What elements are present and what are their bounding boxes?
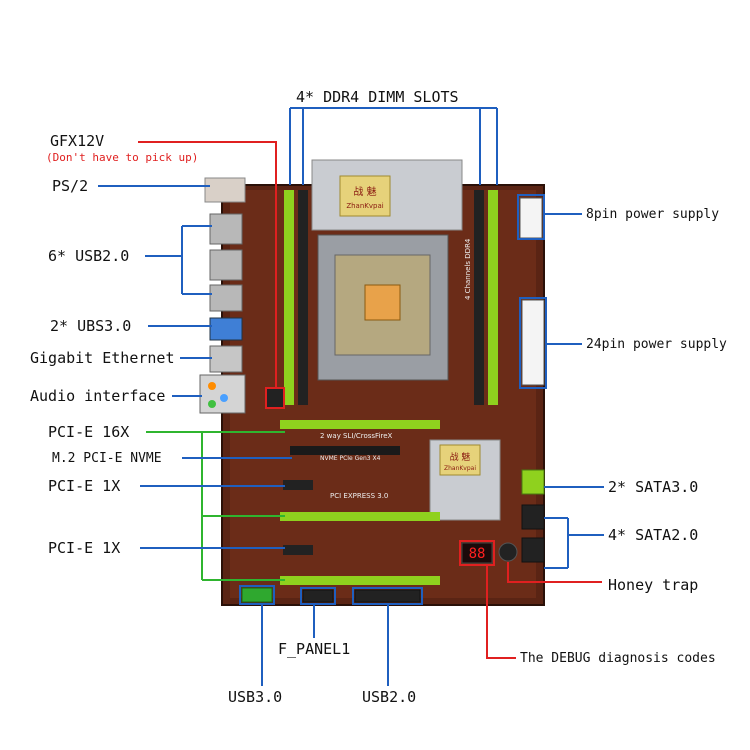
sata-ports	[521, 469, 545, 563]
buzzer	[498, 542, 518, 562]
usb30-bottom-callout	[239, 585, 275, 686]
fpanel-label: F_PANEL1	[278, 640, 351, 658]
nvme-text: NVME PCIe Gen3 X4	[320, 455, 381, 462]
sata2-callout	[544, 517, 604, 569]
cpu-socket	[317, 234, 449, 381]
chipset-brand-text: 战 魅	[450, 451, 471, 463]
channels-text: 4 Channels DDR4	[464, 238, 472, 300]
sata3-label: 2* SATA3.0	[608, 478, 699, 496]
pcie1a-label: PCI-E 1X	[48, 477, 121, 495]
usb20-rear-callout	[145, 225, 212, 295]
debug-callout	[459, 540, 516, 659]
gfx12v-note-label: (Don't have to pick up)	[46, 151, 199, 164]
gfx12v-callout	[138, 141, 277, 390]
usb20-bottom-label: USB2.0	[362, 688, 417, 706]
honey-label: Honey trap	[608, 576, 699, 594]
debug-label: The DEBUG diagnosis codes	[520, 651, 716, 666]
pciexpress-text: PCI EXPRESS 3.0	[330, 492, 388, 500]
ram-slots	[284, 190, 498, 405]
debug-digits: 88	[469, 546, 486, 562]
8pin-connector	[519, 197, 543, 239]
debug-display: 88	[461, 542, 493, 564]
24pin-callout	[519, 297, 582, 389]
honey-callout	[507, 562, 602, 583]
fpanel-callout	[300, 587, 336, 638]
usb20-header	[354, 589, 421, 603]
ps2-label: PS/2	[52, 177, 89, 195]
usb20-rear-label: 6* USB2.0	[48, 247, 130, 265]
pcie16-label: PCI-E 16X	[48, 423, 130, 441]
chipset-heatsink: 战 魅 ZhanKvpai	[429, 439, 501, 521]
pcie1b-label: PCI-E 1X	[48, 539, 121, 557]
chipset-brand-en-text: ZhanKvpai	[444, 465, 476, 472]
audio-label: Audio interface	[30, 387, 166, 405]
pcie16-callout	[146, 431, 285, 581]
ddr4-callout	[289, 107, 498, 185]
ubs30-label: 2* UBS3.0	[50, 317, 132, 335]
heatsink-brand-text: 战 魅	[353, 185, 376, 198]
power8-label: 8pin power supply	[586, 207, 720, 222]
cpu-heatsink: 战 魅 ZhanKvpai	[311, 159, 463, 231]
fpanel-header	[302, 589, 334, 603]
heatsink-brand-en-text: ZhanKvpai	[346, 202, 383, 210]
gfx12v-label: GFX12V	[50, 132, 105, 150]
rear-io-panel	[199, 177, 246, 414]
8pin-callout	[517, 194, 582, 240]
sli-text: 2 way SLI/CrossFireX	[320, 432, 393, 440]
pcie-slots: 2 way SLI/CrossFireX NVME PCIe Gen3 X4 P…	[280, 420, 440, 585]
usb30-header	[241, 587, 273, 603]
usb30-bottom-label: USB3.0	[228, 688, 283, 706]
usb20-bottom-callout	[352, 587, 423, 686]
sata2-label: 4* SATA2.0	[608, 526, 699, 544]
ethernet-label: Gigabit Ethernet	[30, 349, 175, 367]
power24-label: 24pin power supply	[586, 337, 727, 352]
24pin-connector	[521, 299, 545, 386]
m2-label: M.2 PCI-E NVME	[52, 451, 162, 466]
ddr4-label: 4* DDR4 DIMM SLOTS	[296, 88, 459, 106]
